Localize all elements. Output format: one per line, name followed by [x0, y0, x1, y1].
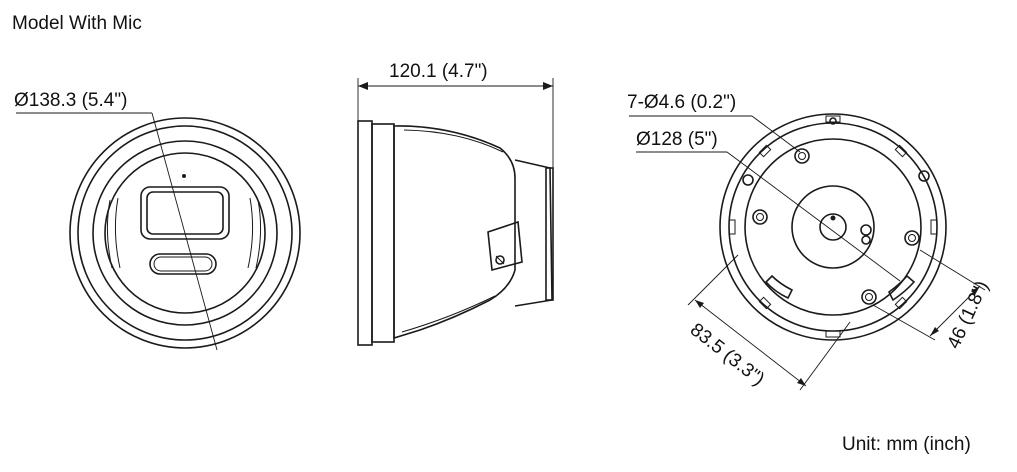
side-width-label: 120.1 (4.7")	[389, 61, 488, 82]
side-view: 120.1 (4.7")	[357, 61, 554, 346]
base-rim-notches	[728, 115, 938, 338]
base-mounting-holes	[742, 117, 930, 305]
base-diameter-label: Ø128 (5")	[636, 129, 718, 150]
drawing-title: Model With Mic	[12, 13, 142, 34]
unit-note: Unit: mm (inch)	[842, 434, 971, 455]
base-view: 7-Ø4.6 (0.2") Ø128 (5") 83.5 (3.3") 46 (…	[627, 92, 993, 391]
base-dim-a-label: 83.5 (3.3")	[686, 319, 768, 390]
front-view: Ø138.3 (5.4")	[14, 90, 301, 351]
base-holes-label: 7-Ø4.6 (0.2")	[627, 92, 736, 113]
front-diameter-label: Ø138.3 (5.4")	[14, 90, 127, 111]
